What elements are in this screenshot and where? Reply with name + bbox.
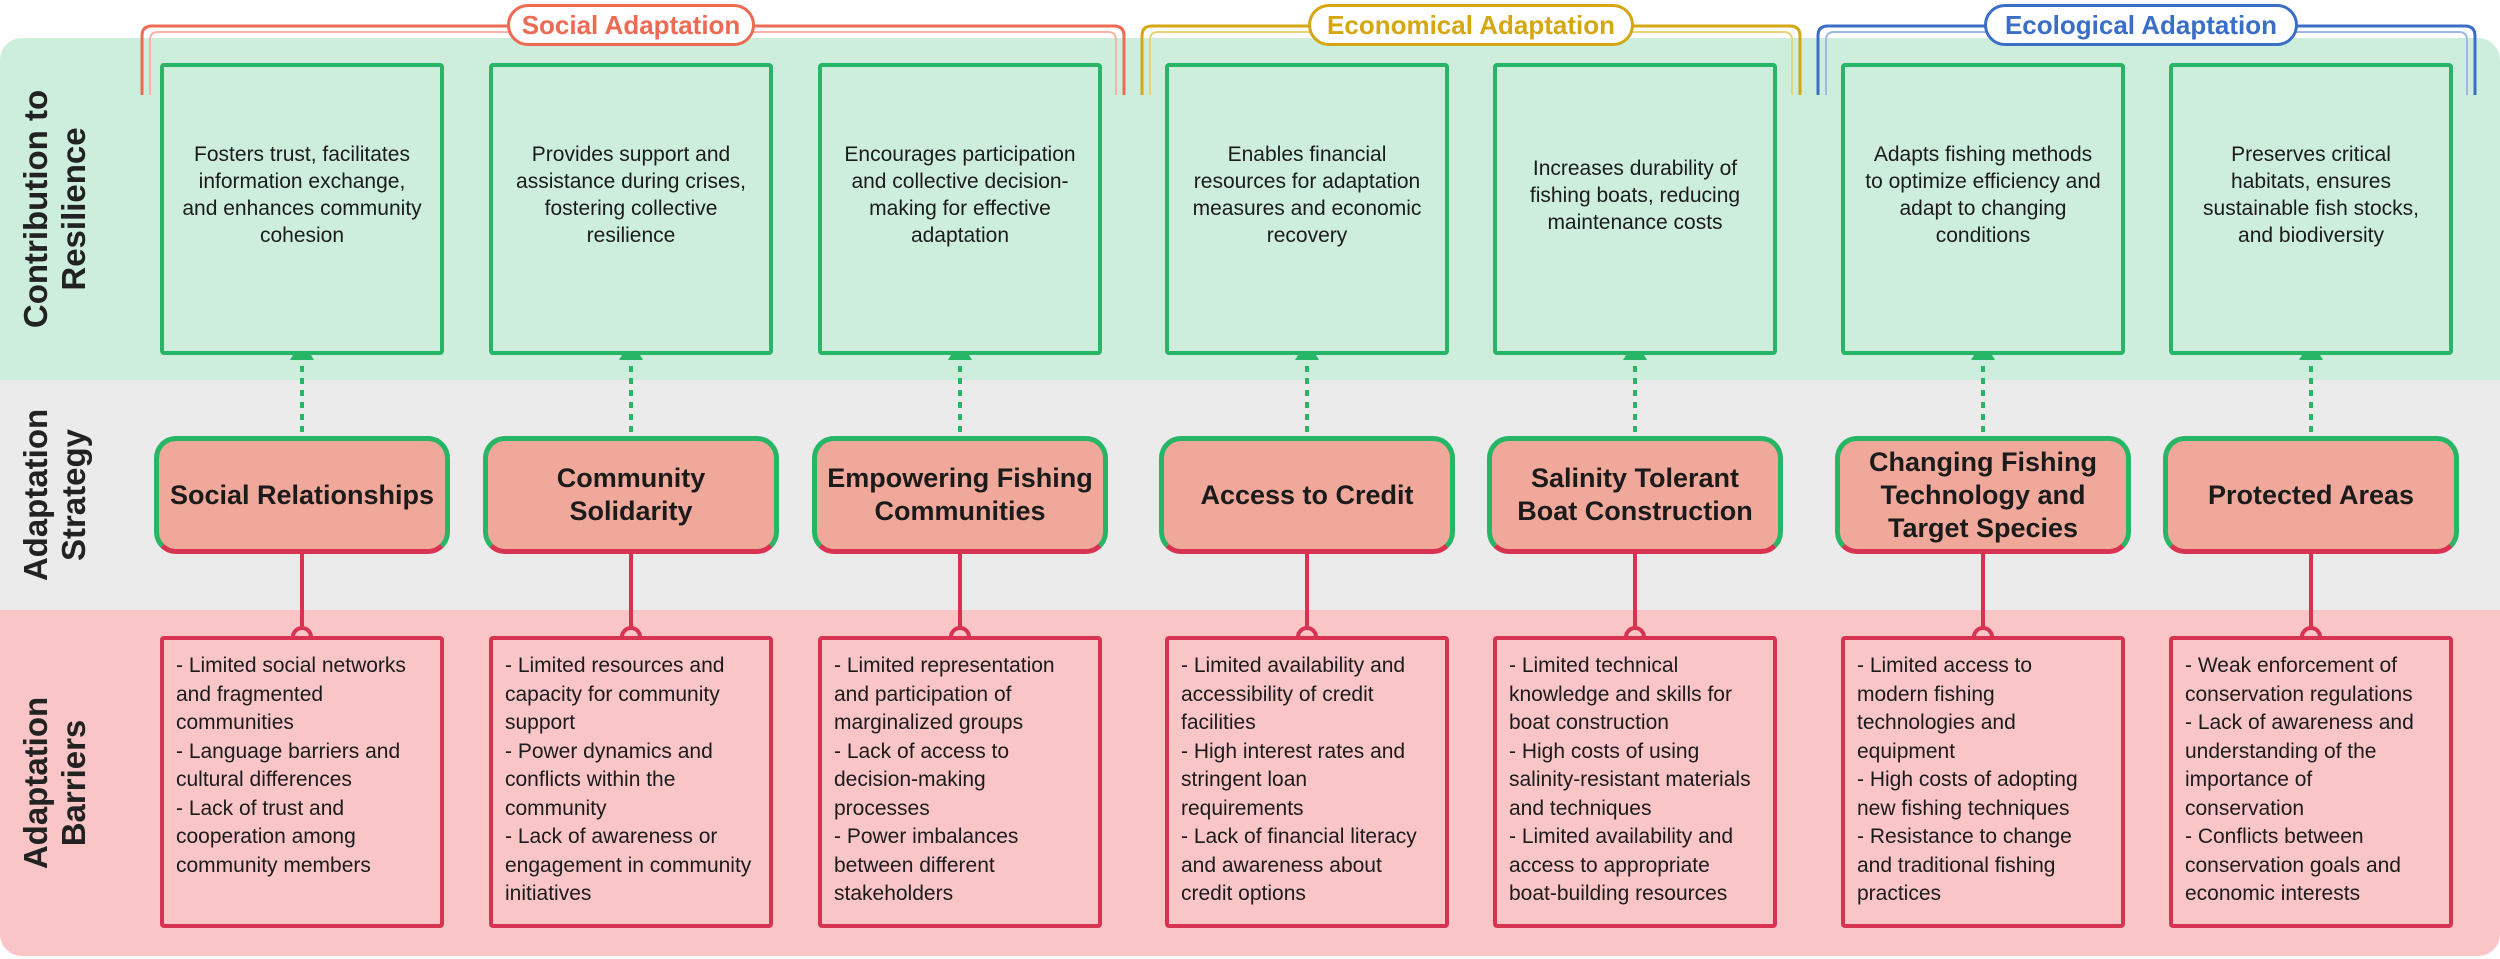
barrier-box: - Weak enforcement of conservation regul…: [2169, 636, 2453, 928]
group-label-social: Social Adaptation: [507, 4, 755, 46]
barrier-box: - Limited availability and accessibility…: [1165, 636, 1449, 928]
contribution-box: Encourages participation and collective …: [818, 63, 1102, 355]
barrier-box: - Limited access to modern fishing techn…: [1841, 636, 2125, 928]
strategy-box: Empowering Fishing Communities: [812, 436, 1108, 554]
contribution-box: Fosters trust, facilitates information e…: [160, 63, 444, 355]
contribution-box: Adapts fishing methods to optimize effic…: [1841, 63, 2125, 355]
group-label-economical: Economical Adaptation: [1308, 4, 1634, 46]
barrier-box: - Limited social networks and fragmented…: [160, 636, 444, 928]
contribution-box: Provides support and assistance during c…: [489, 63, 773, 355]
contribution-box: Preserves critical habitats, ensures sus…: [2169, 63, 2453, 355]
strategy-box: Protected Areas: [2163, 436, 2459, 554]
strategy-box: Community Solidarity: [483, 436, 779, 554]
contribution-box: Increases durability of fishing boats, r…: [1493, 63, 1777, 355]
barrier-box: - Limited resources and capacity for com…: [489, 636, 773, 928]
barrier-box: - Limited representation and participati…: [818, 636, 1102, 928]
strategy-box: Access to Credit: [1159, 436, 1455, 554]
barrier-box: - Limited technical knowledge and skills…: [1493, 636, 1777, 928]
strategy-box: Social Relationships: [154, 436, 450, 554]
group-label-ecological: Ecological Adaptation: [1984, 4, 2298, 46]
strategy-box: Salinity Tolerant Boat Construction: [1487, 436, 1783, 554]
contribution-box: Enables financial resources for adaptati…: [1165, 63, 1449, 355]
strategy-box: Changing Fishing Technology and Target S…: [1835, 436, 2131, 554]
